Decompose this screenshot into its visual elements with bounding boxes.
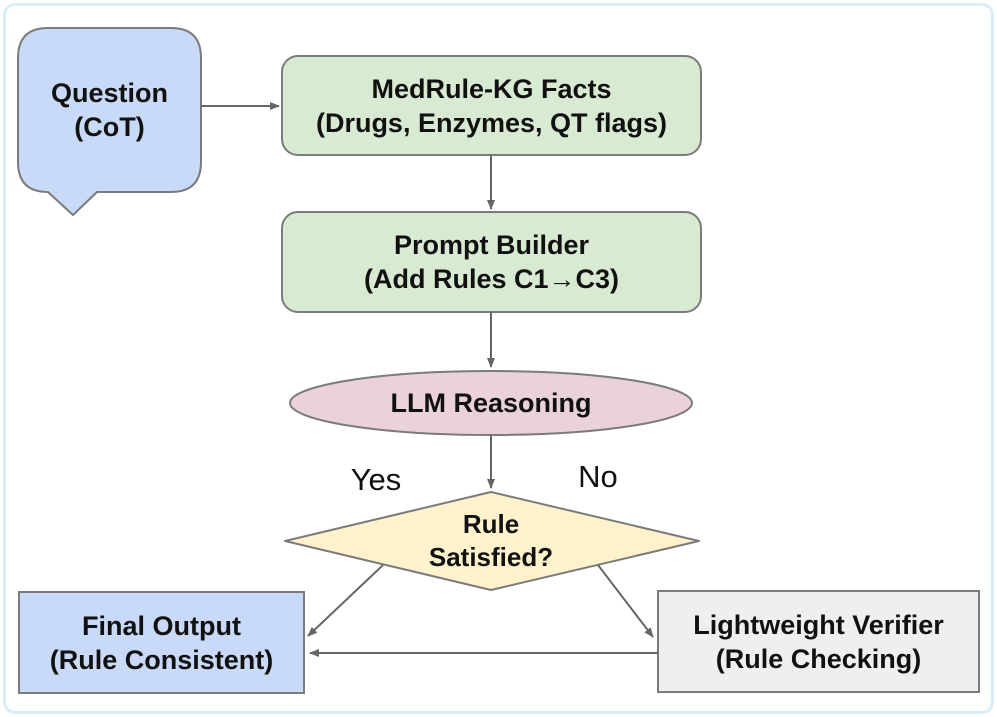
question-speech-bubble: [17, 27, 202, 216]
rule-satisfied-diamond: [284, 491, 700, 591]
medrule-facts-box: [281, 55, 702, 156]
lightweight-verifier-box: [657, 590, 980, 693]
edge-decision-yes-to-final: [307, 564, 384, 637]
final-output-box: [18, 591, 305, 694]
edge-decision-no-to-verifier: [597, 564, 654, 638]
prompt-builder-box: [281, 211, 702, 313]
llm-reasoning-ellipse: [289, 370, 693, 436]
